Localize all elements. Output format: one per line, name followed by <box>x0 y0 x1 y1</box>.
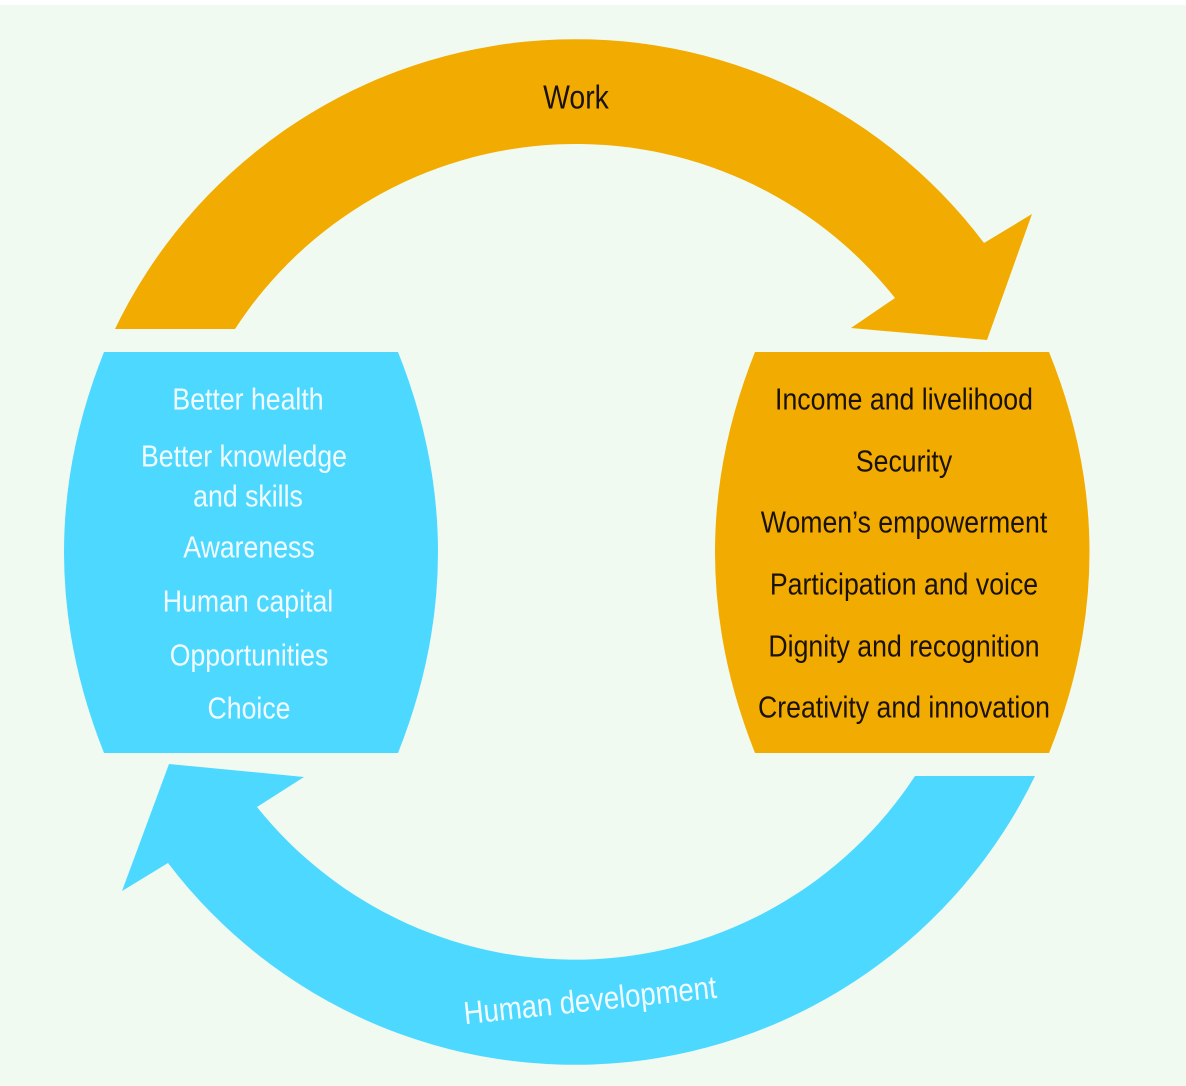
diagram-canvas <box>0 5 1186 1086</box>
left-box-item: Human capital <box>162 583 334 619</box>
work-label: Work <box>543 78 609 116</box>
right-box-item: Dignity and recognition <box>768 628 1040 664</box>
left-box-item: Awareness <box>183 529 315 565</box>
right-box-item: Participation and voice <box>769 566 1039 602</box>
human-development-arrow <box>122 764 1035 1065</box>
left-box-item: Opportunities <box>169 637 329 673</box>
left-box-item: Better health <box>172 381 324 417</box>
left-box-shape <box>64 352 438 753</box>
right-box-shape <box>715 352 1090 753</box>
work-arrow <box>115 39 1032 340</box>
left-box-item: Better knowledge <box>140 438 348 474</box>
right-box-item: Creativity and innovation <box>758 689 1050 725</box>
right-box-item: Security <box>855 443 953 479</box>
right-box-item: Income and livelihood <box>775 381 1033 417</box>
left-box-item: and skills <box>193 478 303 514</box>
left-box-item: Choice <box>207 690 291 726</box>
right-box-item: Women’s empowerment <box>760 504 1048 540</box>
